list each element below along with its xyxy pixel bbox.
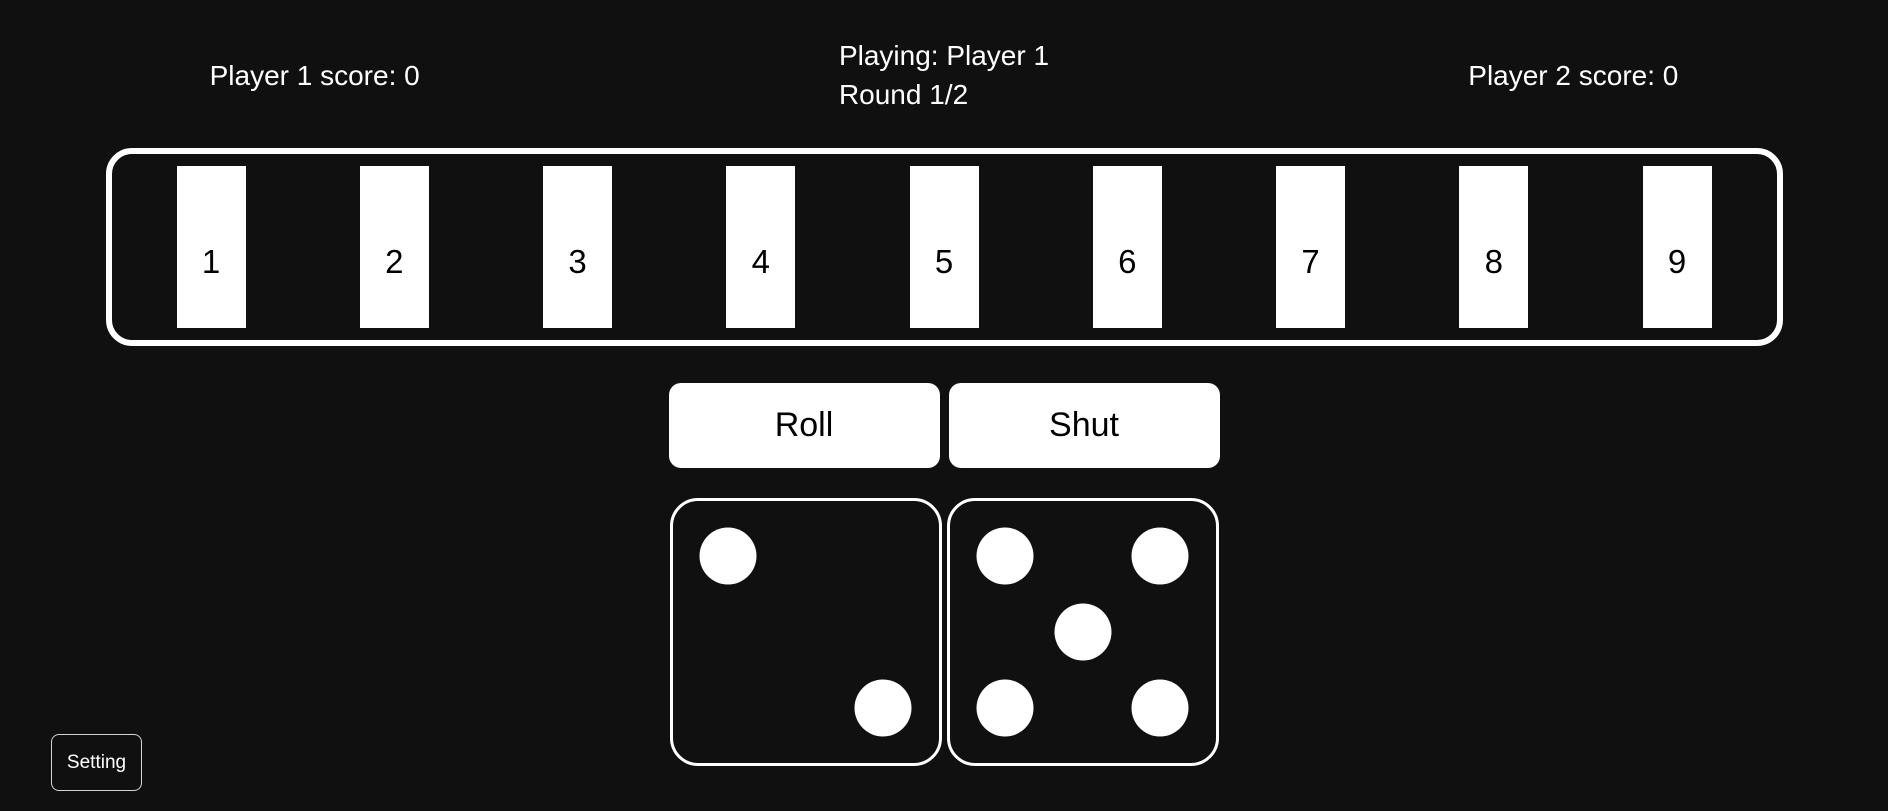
tile-9[interactable]: 9 [1642, 166, 1712, 328]
die-2 [946, 498, 1219, 766]
tile-1[interactable]: 1 [176, 166, 246, 328]
tile-6[interactable]: 6 [1092, 166, 1162, 328]
dice-row [0, 498, 1888, 766]
die-pip [1131, 679, 1189, 737]
die-pip [976, 527, 1034, 585]
tile-8[interactable]: 8 [1459, 166, 1529, 328]
roll-button[interactable]: Roll [668, 383, 940, 468]
player2-score-label: Player 2 score: 0 [1468, 59, 1679, 91]
round-label: Round 1/2 [838, 79, 969, 110]
playing-label: Playing: Player 1 [838, 40, 1050, 71]
player1-score-label: Player 1 score: 0 [209, 59, 420, 91]
die-pip [854, 679, 912, 737]
die-pip [976, 679, 1034, 737]
tile-2[interactable]: 2 [359, 166, 429, 328]
tile-3[interactable]: 3 [543, 166, 612, 328]
scoreboard: Player 1 score: 0 Playing: Player 1 Roun… [0, 0, 1888, 114]
die-1 [669, 498, 942, 766]
die-pip [1131, 527, 1189, 585]
tile-7[interactable]: 7 [1276, 166, 1345, 328]
tile-5[interactable]: 5 [909, 166, 979, 328]
shut-button[interactable]: Shut [948, 383, 1220, 468]
turn-info: Playing: Player 1 Round 1/2 [629, 36, 1258, 114]
turn-block: Playing: Player 1 Round 1/2 [839, 36, 1049, 114]
die-pip [699, 527, 757, 585]
tile-4[interactable]: 4 [726, 166, 796, 328]
setting-button[interactable]: Setting [51, 734, 142, 791]
action-buttons: Roll Shut [0, 383, 1888, 468]
die-pip [1054, 603, 1111, 661]
